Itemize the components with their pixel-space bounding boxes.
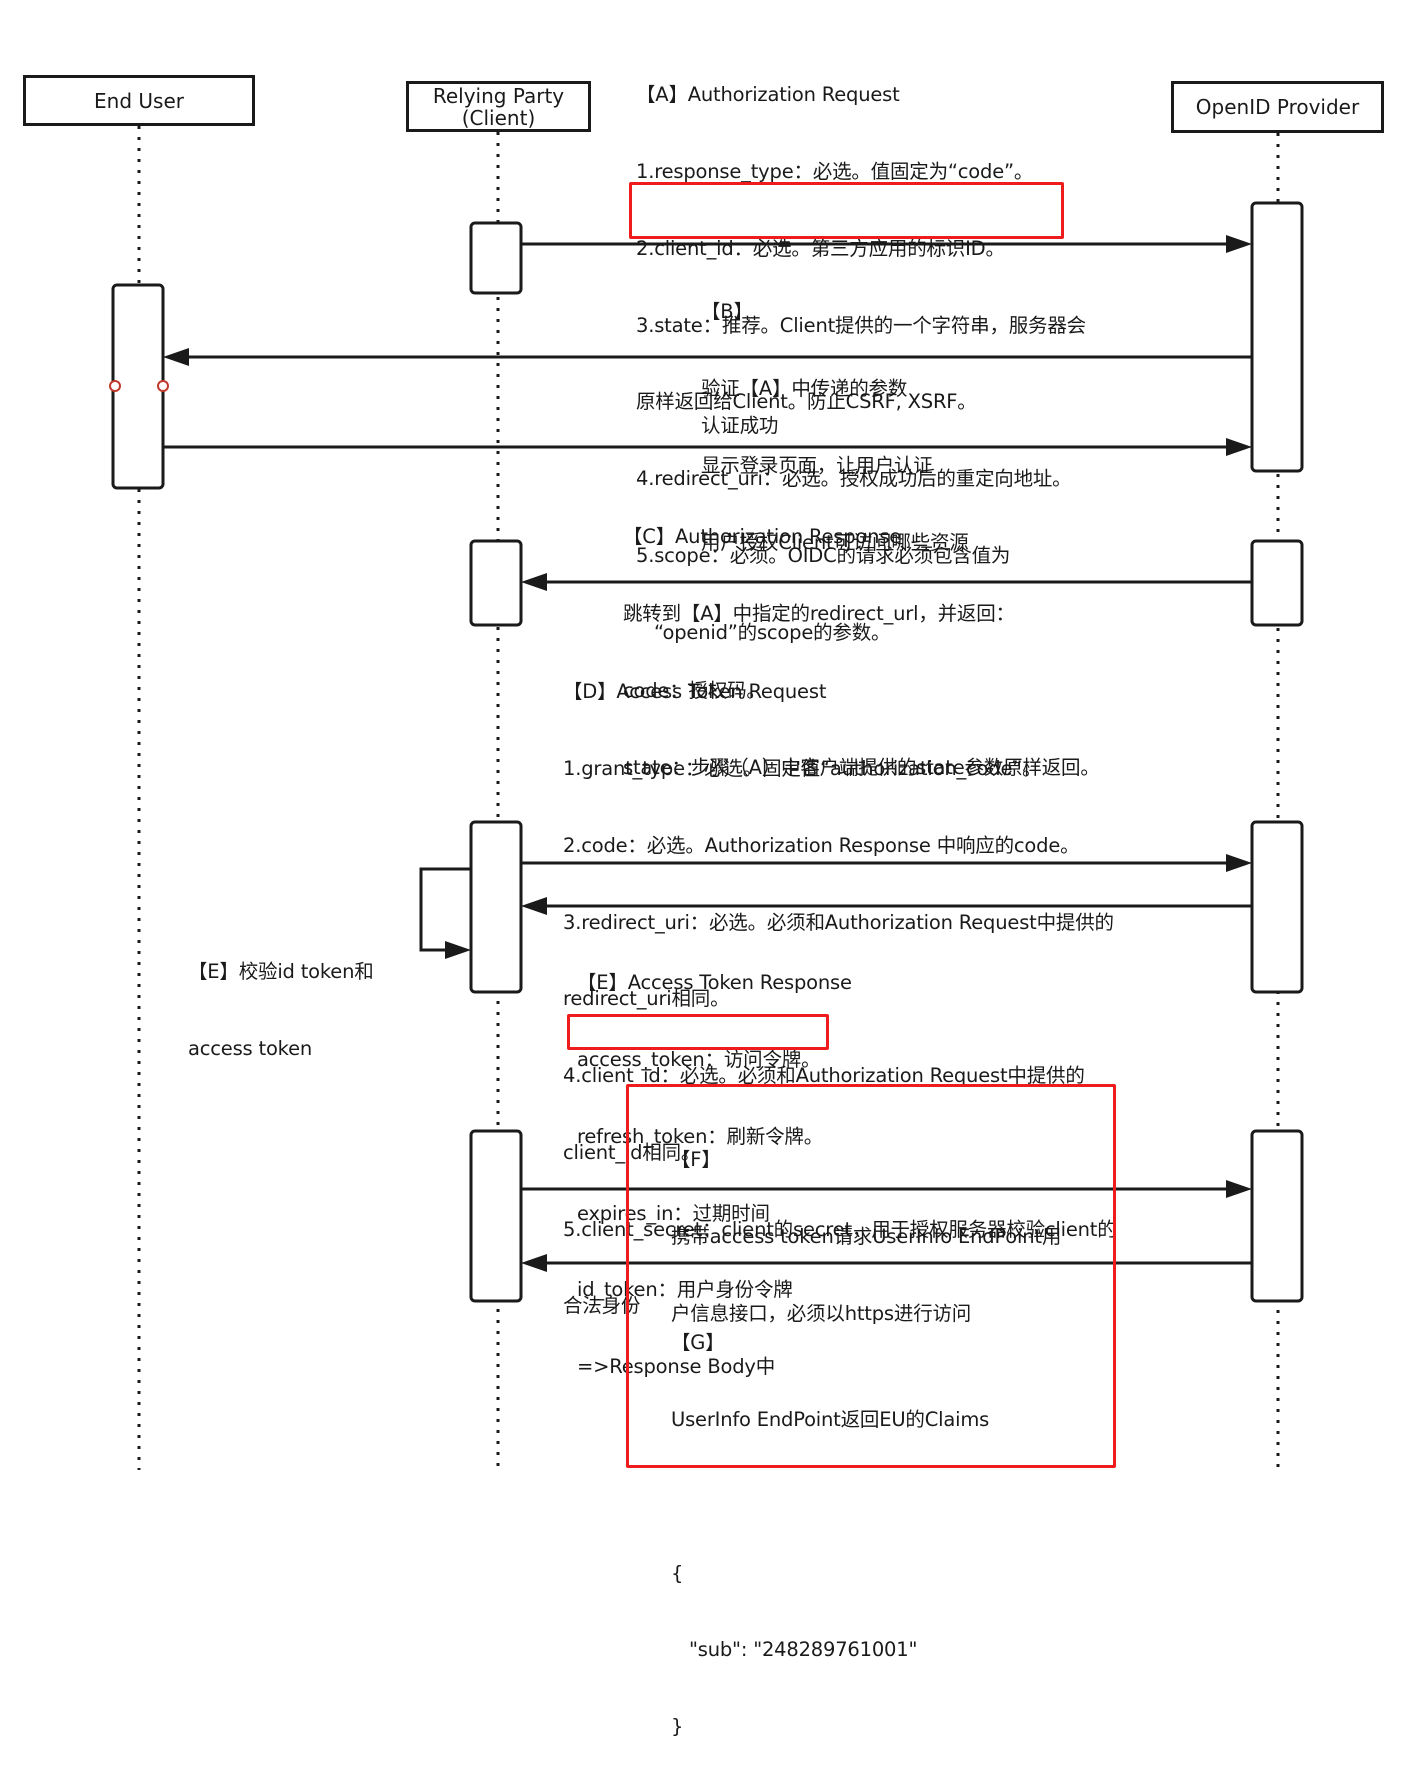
note-d-title: 【D】Access Token Request [563, 680, 827, 704]
arrowhead-a [1226, 235, 1252, 253]
note-b-title: 【B】 [701, 300, 753, 324]
highlight-id-token [567, 1014, 829, 1050]
activation-op-1 [1250, 201, 1304, 473]
note-b-line: 用户授权Client可访问哪些资源 [701, 530, 969, 554]
note-d-line: 5.client_secret：client的secret，用于授权服务器校验c… [563, 1217, 1117, 1241]
note-g-line: "sub": "248289761001" [671, 1638, 918, 1662]
note-f-line: 户信息接口，必须以https进行访问 [671, 1301, 972, 1325]
note-g-title: 【G】 [671, 1331, 725, 1355]
note-a-title: 【A】Authorization Request [636, 83, 900, 107]
note-d-line: client_id相同。 [563, 1140, 701, 1164]
activation-op-c [1250, 539, 1304, 627]
participant-end-user: End User [23, 75, 255, 126]
note-g-userinfo-response: 【G】 UserInfo EndPoint返回EU的Claims { "sub"… [671, 1279, 989, 1765]
note-d-line: 合法身份 [563, 1294, 641, 1318]
note-d-line: 4.client_id：必选。必须和Authorization Request中… [563, 1064, 1085, 1088]
note-d-access-token-request: 【D】Access Token Request 1.grant_type：必选。… [563, 628, 1117, 1345]
activation-rp-d [469, 820, 523, 994]
connection-point-left [109, 380, 121, 392]
note-c-line: 跳转到【A】中指定的redirect_url，并返回： [623, 601, 1015, 625]
sequence-diagram-canvas [109, 126, 1304, 1470]
note-e-title: 【E】Access Token Response [577, 971, 852, 995]
arrowhead-e [521, 897, 547, 915]
note-f-line: 携带access token请求UserInfo EndPoint用 [671, 1224, 1062, 1248]
note-a-line: 原样返回给Client。防止CSRF, XSRF。 [636, 390, 977, 414]
note-e-line: id_token：用户身份令牌 [577, 1278, 793, 1302]
note-e-verify-tokens: 【E】校验id token和 access token [188, 908, 374, 1087]
note-d-line: 1.grant_type：必选。固定值“authorization_code”。 [563, 756, 1042, 780]
note-a-line: 5.scope：必须。OIDC的请求必须包含值为 [636, 543, 1011, 567]
activation-rp-a [469, 221, 523, 295]
note-a-line: “openid”的scope的参数。 [654, 620, 891, 644]
note-e-self-line: 【E】校验id token和 [188, 960, 374, 984]
arrowhead-e-self [445, 941, 471, 959]
activation-rp-c [469, 539, 523, 627]
note-a-line: 3.state：推荐。Client提供的一个字符串，服务器会 [636, 313, 1086, 337]
activation-rp-f [469, 1129, 523, 1303]
note-e-line: expires_in：过期时间 [577, 1201, 770, 1225]
note-c-line: code：授权码。 [623, 678, 766, 702]
note-g-line: UserInfo EndPoint返回EU的Claims [671, 1407, 990, 1431]
activation-op-d [1250, 820, 1304, 994]
note-c-title: 【C】Authorization Response [623, 525, 902, 549]
note-f-title: 【F】 [671, 1148, 721, 1172]
note-a-authorization-request: 【A】Authorization Request 1.response_type… [636, 31, 1086, 671]
note-e-line: refresh_token：刷新令牌。 [577, 1124, 824, 1148]
highlight-scope [629, 182, 1064, 239]
note-b-login: 【B】 验证【A】中传递的参数 显示登录页面，让用户认证 用户授权Client可… [701, 248, 969, 581]
arrowhead-auth [1226, 438, 1252, 456]
note-f-userinfo-request: 【F】 携带access token请求UserInfo EndPoint用 户… [671, 1096, 1061, 1352]
note-a-line: 2.client_id：必选。第三方应用的标识ID。 [636, 236, 1005, 260]
note-g-line: } [671, 1715, 684, 1739]
note-c-authorization-response: 【C】Authorization Response 跳转到【A】中指定的redi… [623, 473, 1100, 806]
note-auth-success: 认证成功 [701, 414, 779, 437]
note-e-line: =>Response Body中 [577, 1355, 776, 1379]
arrowhead-g [521, 1254, 547, 1272]
note-e-access-token-response: 【E】Access Token Response access_token：访问… [577, 919, 852, 1405]
arrowhead-d [1226, 854, 1252, 872]
note-e-line: access_token：访问令牌。 [577, 1047, 821, 1071]
note-b-line: 验证【A】中传递的参数 [701, 376, 908, 400]
note-c-line: state：步骤（A）中客户端提供的state参数原样返回。 [623, 755, 1100, 779]
note-e-self-line: access token [188, 1036, 313, 1060]
arrowhead-c [521, 573, 547, 591]
note-a-line: 1.response_type：必选。值固定为“code”。 [636, 159, 1034, 183]
arrowhead-b [163, 348, 189, 366]
arrowhead-f [1226, 1180, 1252, 1198]
connection-point-right [157, 380, 169, 392]
note-g-line [671, 1484, 989, 1510]
note-b-line: 显示登录页面，让用户认证 [701, 453, 933, 477]
participant-openid-provider: OpenID Provider [1171, 81, 1384, 133]
highlight-userinfo [626, 1084, 1116, 1468]
note-a-line: 4.redirect_uri：必选。授权成功后的重定向地址。 [636, 467, 1072, 491]
note-d-line: redirect_uri相同。 [563, 987, 730, 1011]
note-d-line: 3.redirect_uri：必选。必须和Authorization Reque… [563, 910, 1114, 934]
participant-relying-party: Relying Party (Client) [406, 81, 591, 132]
arrow-e-self-verify [419, 867, 471, 952]
note-d-line: 2.code：必选。Authorization Response 中响应的cod… [563, 833, 1080, 857]
activation-op-f [1250, 1129, 1304, 1303]
note-g-line: { [671, 1561, 684, 1585]
